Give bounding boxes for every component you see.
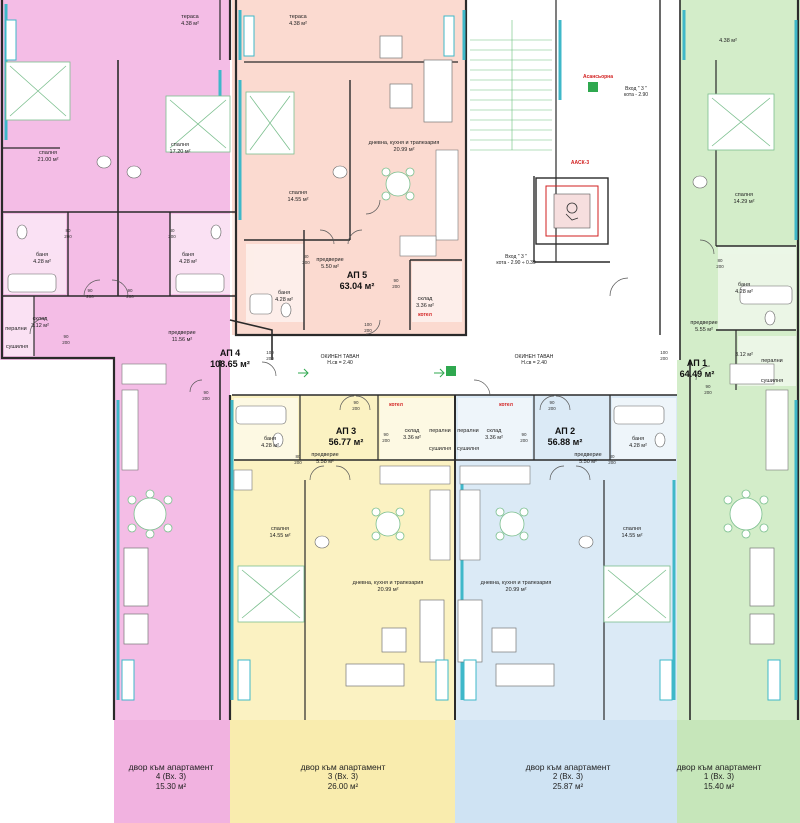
room-dryer-ap2: сушилня <box>456 446 480 452</box>
room-terrace-ap1: 4.38 м² <box>719 38 737 44</box>
entrance-mid-label: Вход " 3 "кота - 2.90 ÷ 0.30 <box>496 254 536 266</box>
room-dryer-ap1: сушилня <box>760 378 784 384</box>
yard-zones <box>114 720 800 823</box>
kitchen-counters <box>121 149 789 561</box>
entrance-tag: Асансьорна <box>583 74 613 80</box>
room-dryer-ap3: сушилня <box>428 446 452 452</box>
zone-stair <box>466 0 680 335</box>
room-storage-ap1: 3.12 м² <box>735 352 753 358</box>
beds <box>5 61 775 623</box>
room-boiler-ap2: котел <box>499 402 513 408</box>
dining-tables <box>127 167 769 541</box>
door-swings <box>29 199 715 481</box>
room-laundry-ap4: перални <box>5 326 27 332</box>
sofas <box>123 35 775 687</box>
room-boiler-ap3: котел <box>389 402 403 408</box>
room-laundry-ap3: перални <box>429 428 451 434</box>
wheelchair-icon <box>566 202 578 214</box>
exit-sign-icon <box>588 82 598 92</box>
exit-signs <box>298 82 598 378</box>
zone-apt4-upper <box>0 0 230 360</box>
room-dryer-ap4: сушилня <box>5 344 29 350</box>
room-laundry-ap2: перални <box>457 428 479 434</box>
room-laundry-ap1: перални <box>761 358 783 364</box>
bath-fixtures <box>7 155 793 549</box>
zone-corridor <box>232 335 677 395</box>
planters <box>5 15 781 701</box>
room-boiler-ap5: котел <box>418 312 432 318</box>
elevator <box>535 177 609 245</box>
entrance-top-label: Вход " 3 "кота - 2.90 <box>623 86 649 98</box>
lift-tag: ААСК-3 <box>570 160 590 166</box>
staircase <box>470 20 552 151</box>
walls <box>0 0 800 720</box>
exit-sign-icon <box>446 366 456 376</box>
